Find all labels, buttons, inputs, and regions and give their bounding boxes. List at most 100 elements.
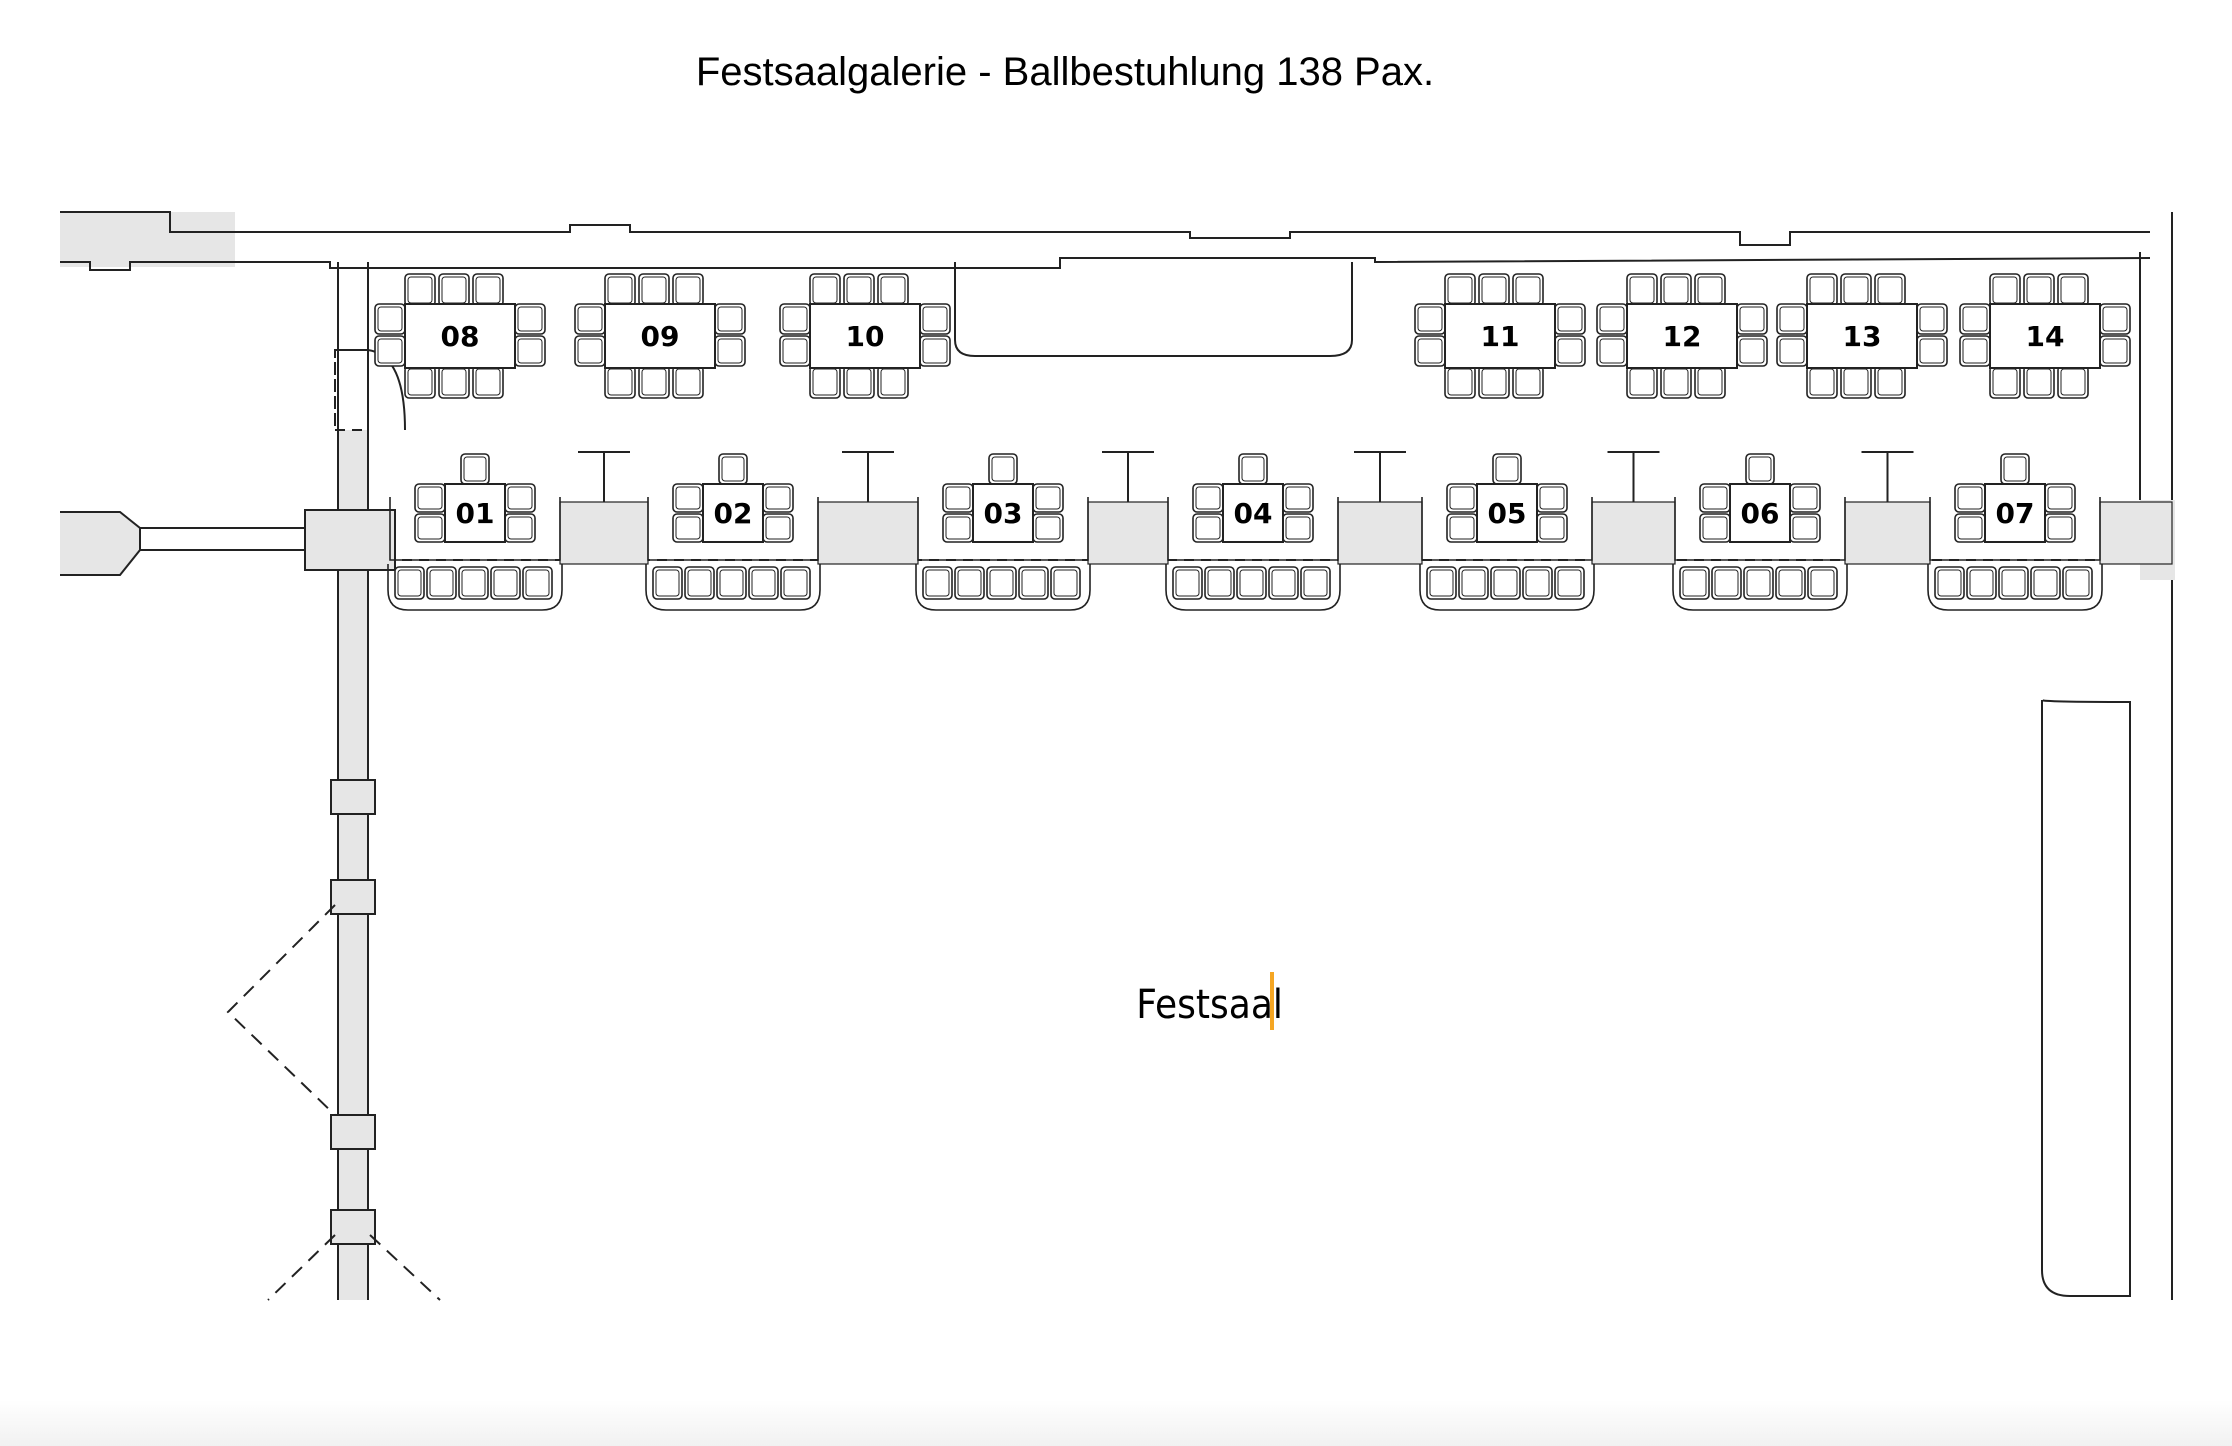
pillar: [330, 1114, 376, 1150]
table-05[interactable]: 05: [1419, 453, 1595, 611]
table-02[interactable]: 02: [645, 453, 821, 611]
chair-seat: [525, 569, 550, 597]
bay-outline: [1929, 497, 2101, 561]
chair-seat: [1937, 569, 1962, 597]
table-14[interactable]: 14: [1959, 273, 2131, 399]
table-08[interactable]: 08: [374, 273, 546, 399]
chair-seat: [507, 516, 533, 540]
chair: [809, 273, 841, 307]
chair: [1492, 453, 1522, 485]
bay-outline: [1167, 497, 1339, 561]
banquette: [1927, 564, 2103, 611]
table-03[interactable]: 03: [915, 453, 1091, 611]
chair: [877, 365, 909, 399]
chair: [1512, 365, 1544, 399]
sofa-seat: [1679, 566, 1710, 600]
chair-seat: [717, 306, 743, 332]
chair: [1694, 365, 1726, 399]
chair-seat: [1599, 306, 1625, 332]
table-number: 01: [456, 497, 495, 530]
door-swing: [226, 904, 336, 1116]
chair: [843, 273, 875, 307]
chair-seat: [1539, 486, 1565, 510]
chair-seat: [377, 306, 403, 332]
table-top: [1729, 483, 1791, 543]
table-number: 13: [1843, 320, 1882, 353]
plan-title: Festsaalgalerie - Ballbestuhlung 138 Pax…: [695, 50, 1435, 94]
chair: [1954, 513, 1986, 543]
pillar: [330, 879, 376, 915]
chair-seat: [989, 569, 1014, 597]
table-06[interactable]: 06: [1672, 453, 1848, 611]
chair-seat: [2047, 516, 2073, 540]
chair: [1959, 335, 1991, 367]
chair: [1444, 365, 1476, 399]
chair: [404, 273, 436, 307]
chair: [877, 273, 909, 307]
chair-seat: [397, 569, 422, 597]
chair-seat: [377, 338, 403, 364]
chair: [779, 303, 811, 335]
chair: [472, 365, 504, 399]
table-09[interactable]: 09: [574, 273, 746, 399]
table-12[interactable]: 12: [1596, 273, 1768, 399]
table-13[interactable]: 13: [1776, 273, 1948, 399]
chair: [919, 303, 951, 335]
sofa-seat: [2030, 566, 2061, 600]
sofa-seat: [1998, 566, 2029, 600]
sofa-seat: [458, 566, 489, 600]
gallery-boundary: [334, 262, 369, 430]
chair-seat: [751, 569, 776, 597]
chair: [1736, 303, 1768, 335]
banquette: [645, 564, 821, 611]
table-11[interactable]: 11: [1414, 273, 1586, 399]
chair: [604, 365, 636, 399]
table-top: [702, 483, 764, 543]
table-04[interactable]: 04: [1165, 453, 1341, 611]
chair-seat: [1495, 456, 1519, 482]
chair: [1536, 483, 1568, 513]
table-top: [1444, 303, 1556, 369]
chair-seat: [1525, 569, 1550, 597]
chair: [638, 273, 670, 307]
chair: [574, 335, 606, 367]
chair: [762, 483, 794, 513]
sofa-seat: [1711, 566, 1742, 600]
chair-seat: [1021, 569, 1046, 597]
chair-seat: [782, 338, 808, 364]
table-07[interactable]: 07: [1927, 453, 2103, 611]
chair: [1736, 335, 1768, 367]
chair-seat: [2003, 456, 2027, 482]
table-10[interactable]: 10: [779, 273, 951, 399]
table-top: [404, 303, 516, 369]
chair: [1414, 303, 1446, 335]
chair: [1789, 483, 1821, 513]
table-01[interactable]: 01: [387, 453, 563, 611]
chair: [1916, 335, 1948, 367]
chair: [2044, 513, 2076, 543]
chair-seat: [2047, 486, 2073, 510]
chair-seat: [1969, 569, 1994, 597]
chair-seat: [493, 569, 518, 597]
chair: [809, 365, 841, 399]
chair: [714, 335, 746, 367]
table-top: [1476, 483, 1538, 543]
chair-seat: [1417, 338, 1443, 364]
sofa-seat: [684, 566, 715, 600]
chair: [1032, 513, 1064, 543]
chair: [514, 335, 546, 367]
chair: [672, 365, 704, 399]
pillar: [330, 1209, 376, 1245]
chair-seat: [2033, 569, 2058, 597]
chair-seat: [2102, 338, 2128, 364]
chair: [1989, 365, 2021, 399]
sofa-seat: [780, 566, 811, 600]
sofa-seat: [1050, 566, 1081, 600]
chair: [504, 513, 536, 543]
chair-seat: [1271, 569, 1296, 597]
bay-outline: [1421, 497, 1593, 561]
chair: [1840, 273, 1872, 307]
chair-seat: [1557, 569, 1582, 597]
chair: [1478, 273, 1510, 307]
chair-seat: [1239, 569, 1264, 597]
